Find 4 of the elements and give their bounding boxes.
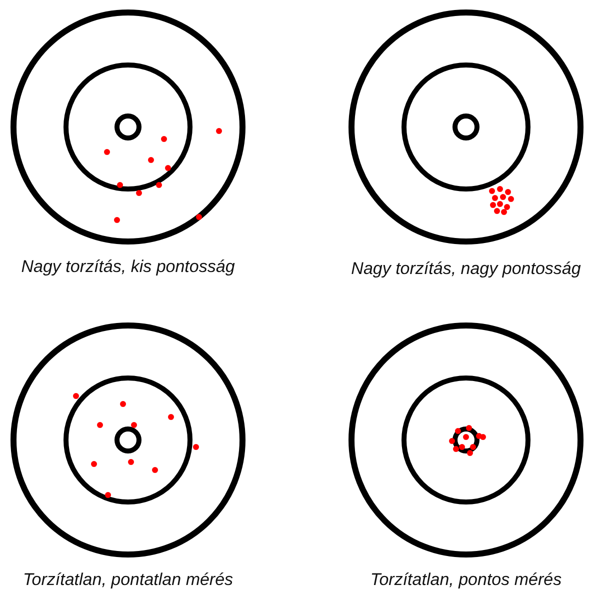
caption: Nagy torzítás, kis pontosság [21, 257, 235, 277]
caption: Torzítatlan, pontatlan mérés [22, 570, 234, 590]
caption: Nagy torzítás, nagy pontosság [351, 259, 581, 279]
caption: Torzítatlan, pontos mérés [370, 570, 562, 590]
